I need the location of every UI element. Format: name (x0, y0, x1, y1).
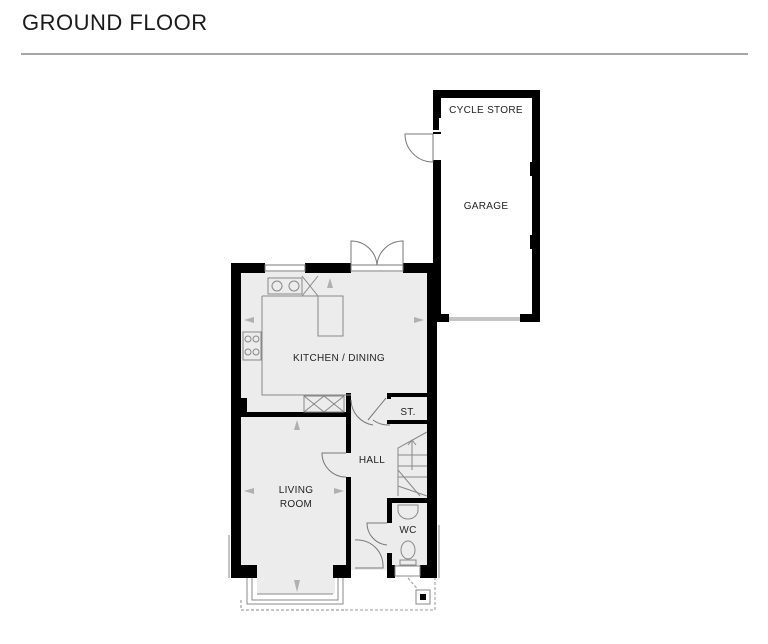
title-divider (21, 53, 748, 55)
kitchen-window (264, 264, 306, 272)
interior-doors (321, 397, 391, 569)
garage-side-door (404, 133, 434, 163)
floor-fill (241, 98, 532, 594)
label-kitchen-dining: KITCHEN / DINING (293, 353, 385, 364)
label-store: ST. (400, 407, 415, 418)
page-title: GROUND FLOOR (22, 10, 208, 35)
label-living-room-2: ROOM (280, 499, 312, 510)
bay-window (228, 525, 440, 611)
dimension-markers (244, 278, 424, 592)
kitchen-units (242, 275, 351, 413)
label-hall: HALL (359, 455, 385, 466)
wc-fixtures (394, 504, 421, 577)
label-garage: GARAGE (464, 201, 509, 212)
label-cycle-store: CYCLE STORE (449, 105, 523, 116)
french-doors (350, 240, 404, 272)
label-living-room-1: LIVING (279, 485, 314, 496)
label-wc: WC (399, 525, 416, 536)
house-walls (231, 263, 441, 578)
staircase (397, 431, 428, 497)
